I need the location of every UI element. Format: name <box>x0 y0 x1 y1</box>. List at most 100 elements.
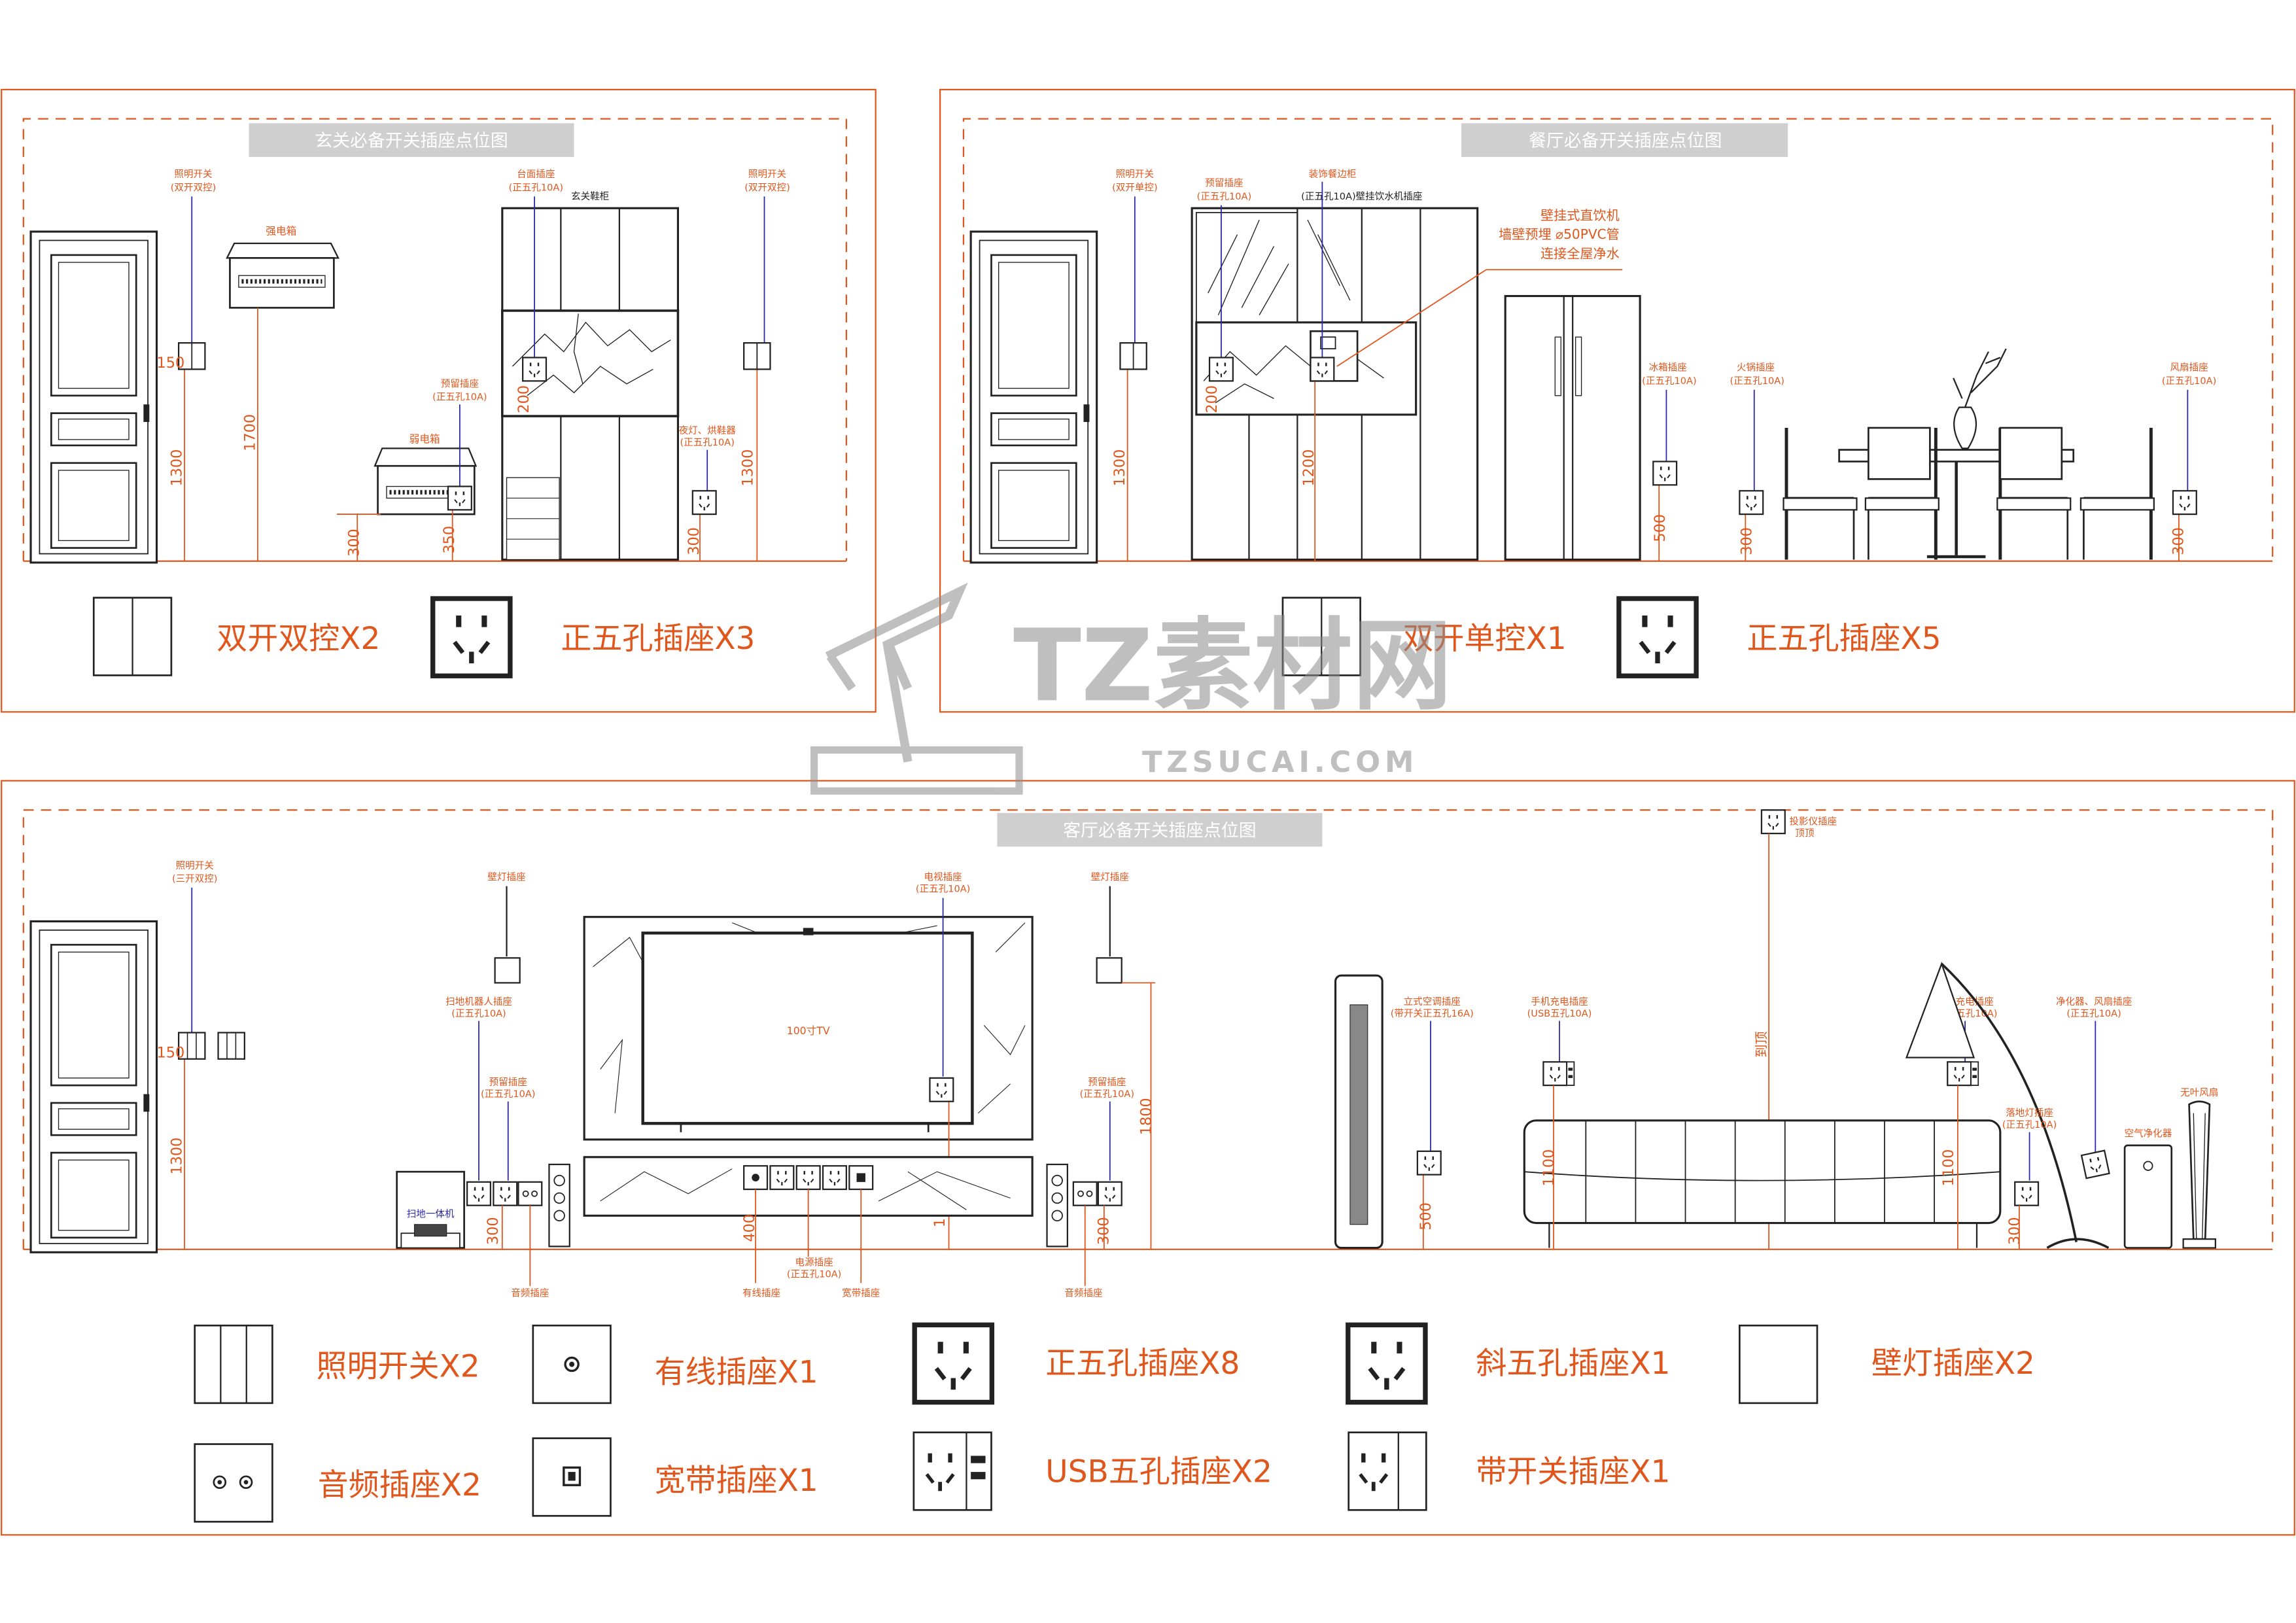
living-dim-300a: 300 <box>485 1217 502 1245</box>
dining-switch-spec: (双开单控) <box>1112 182 1158 193</box>
dining-legend-socket-text: 正五孔插座X5 <box>1747 621 1941 657</box>
cable-socket[interactable] <box>743 1165 769 1191</box>
dining-dim-300b: 300 <box>2170 527 2187 555</box>
svg-text:预留插座(正五孔10A): 预留插座(正五孔10A) <box>1197 178 1251 202</box>
speaker-right <box>1046 1163 1069 1248</box>
entry-night-light-spec: (正五孔10A) <box>680 437 734 448</box>
living-triple-switch[interactable] <box>177 1032 245 1060</box>
living-projector-spec: 顶顶 <box>1795 828 1814 839</box>
living-audio-left-socket[interactable] <box>517 1181 543 1206</box>
svg-text:预留插座(正五孔10A): 预留插座(正五孔10A) <box>1080 1077 1134 1100</box>
audio-socket-icon <box>194 1443 273 1523</box>
dining-legend-switch-text: 双开单控X1 <box>1403 621 1567 657</box>
dining-note-line3: 连接全屋净水 <box>1540 245 1620 261</box>
air-purifier-label: 空气净化器 <box>2125 1128 2172 1139</box>
watermark: TZ素材网 TZSUCAI.COM <box>810 582 1452 795</box>
living-ac-socket[interactable] <box>1416 1150 1442 1176</box>
living-reserve-right-socket[interactable] <box>1097 1181 1122 1206</box>
living-switch-spec: (三开双控) <box>172 873 218 884</box>
living-phone-usb-socket-right[interactable] <box>1947 1061 1979 1087</box>
svg-text:扫地机器人插座(正五孔10A): 扫地机器人插座(正五孔10A) <box>445 996 512 1019</box>
dining-note-line2: 墙壁预埋 ⌀50PVC管 <box>1499 226 1620 242</box>
living-floor-lamp-socket[interactable] <box>2014 1181 2040 1206</box>
dining-fan-socket[interactable] <box>2172 490 2197 515</box>
living-purifier-socket-spec: (正五孔10A) <box>2066 1008 2121 1019</box>
living-dashed-outline <box>22 809 2274 1249</box>
dining-reserve-socket[interactable] <box>1208 357 1234 382</box>
entry-night-light-socket[interactable] <box>691 490 717 515</box>
power-socket-3[interactable] <box>822 1165 847 1191</box>
living-phone-socket-label: 手机充电插座 <box>1531 996 1588 1007</box>
power-socket-2[interactable] <box>795 1165 821 1191</box>
five-hole-socket-icon <box>1619 599 1696 676</box>
living-legend-slanted-text: 斜五孔插座X1 <box>1476 1346 1670 1382</box>
living-projector-socket[interactable] <box>1760 809 1786 835</box>
dining-note-line1: 壁挂式直饮机 <box>1540 207 1620 223</box>
dining-water-socket[interactable] <box>1310 357 1335 382</box>
dining-switch[interactable] <box>1119 342 1147 370</box>
air-purifier <box>2123 1144 2173 1249</box>
living-floor-lamp-label: 落地灯插座 <box>2006 1108 2053 1119</box>
entry-counter-socket-spec: (正五孔10A) <box>509 182 563 193</box>
svg-text:投影仪插座顶顶: 投影仪插座顶顶 <box>1789 816 1837 839</box>
dining-side-cabinet <box>1191 207 1479 561</box>
broadband-socket[interactable] <box>848 1165 874 1191</box>
floor-lamp <box>1905 961 2110 1249</box>
tv-label: 100寸TV <box>787 1024 830 1037</box>
dining-fan-spec: (正五孔10A) <box>2162 375 2216 387</box>
entry-panel-frame <box>1 88 877 713</box>
svg-text:落地灯插座(正五孔10A): 落地灯插座(正五孔10A) <box>2002 1108 2057 1130</box>
living-dim-1800: 1800 <box>1138 1098 1155 1135</box>
dining-hotpot-socket[interactable] <box>1739 490 1764 515</box>
entry-legend-switch-text: 双开双控X2 <box>217 621 380 657</box>
entry-switch-right-label: 照明开关 <box>748 169 786 180</box>
dining-door <box>969 230 1098 564</box>
five-hole-socket-icon <box>433 599 510 676</box>
power-socket-label: 电源插座 <box>795 1257 833 1268</box>
living-legend-cable-text: 有线插座X1 <box>655 1355 818 1391</box>
svg-text:照明开关(三开双控): 照明开关(三开双控) <box>172 860 218 884</box>
entry-switch-left-label: 照明开关 <box>174 169 212 180</box>
living-purifier-slanted-socket[interactable] <box>2080 1149 2110 1179</box>
dining-dim-1200: 1200 <box>1300 449 1317 487</box>
entry-counter-socket[interactable] <box>522 357 548 382</box>
svg-text:电视插座(正五孔10A): 电视插座(正五孔10A) <box>916 872 970 895</box>
broadband-socket-icon <box>532 1437 612 1517</box>
svg-text:照明开关(双开双控): 照明开关(双开双控) <box>744 169 790 193</box>
living-phone-usb-socket-left[interactable] <box>1542 1061 1575 1087</box>
dining-dim-200: 200 <box>1204 385 1221 413</box>
entry-dim-300b: 300 <box>686 527 703 555</box>
bladeless-fan <box>2182 1100 2217 1249</box>
entry-dim-1700: 1700 <box>242 414 259 451</box>
entry-switch-right[interactable] <box>743 342 771 370</box>
living-wall-lamp-right[interactable] <box>1096 957 1122 984</box>
dining-table-set <box>1784 348 2154 559</box>
entry-legend: 双开双控X2 正五孔插座X3 <box>92 598 755 676</box>
svg-text:照明开关(双开双控): 照明开关 (双开双控) <box>171 169 217 193</box>
living-audio-right-socket[interactable] <box>1072 1181 1098 1206</box>
dining-switch-label: 照明开关 <box>1116 169 1154 180</box>
dining-reserve-socket-spec: (正五孔10A) <box>1197 191 1251 202</box>
svg-text:立式空调插座(带开关正五孔16A): 立式空调插座(带开关正五孔16A) <box>1391 996 1474 1019</box>
living-robot-socket-spec: (正五孔10A) <box>451 1008 506 1019</box>
svg-text:手机充电插座(USB五孔10A): 手机充电插座(USB五孔10A) <box>1527 996 1592 1019</box>
entry-reserve-socket[interactable] <box>447 485 472 511</box>
svg-text:壁挂式直饮机墙壁预埋 ⌀50PVC管连接全屋净水: 壁挂式直饮机墙壁预埋 ⌀50PVC管连接全屋净水 <box>1499 207 1620 261</box>
robot-vacuum-station <box>396 1170 465 1249</box>
svg-text:夜灯、烘鞋器(正五孔10A): 夜灯、烘鞋器(正五孔10A) <box>679 425 737 448</box>
living-door <box>29 920 158 1253</box>
entry-switch-left-spec: (双开双控) <box>171 182 217 193</box>
living-reserve-left-socket[interactable] <box>493 1181 518 1206</box>
entry-dim-1300b: 1300 <box>740 449 757 487</box>
svg-text:电源插座(正五孔10A): 电源插座(正五孔10A) <box>787 1257 841 1280</box>
living-wall-lamp-left[interactable] <box>494 957 521 984</box>
living-robot-socket[interactable] <box>466 1181 492 1206</box>
wall-lamp-socket-icon <box>1739 1324 1818 1405</box>
dining-panel: 照明开关(双开单控) 1300 预留插座(正五孔10A) 200 装饰餐边柜 (… <box>969 169 2216 676</box>
living-tv-socket[interactable] <box>929 1077 954 1102</box>
power-socket-1[interactable] <box>769 1165 795 1191</box>
svg-text:净化器、风扇插座(正五孔10A): 净化器、风扇插座(正五孔10A) <box>2056 996 2132 1019</box>
dining-fridge-socket[interactable] <box>1652 461 1678 486</box>
living-dim-300b: 300 <box>1096 1217 1113 1245</box>
